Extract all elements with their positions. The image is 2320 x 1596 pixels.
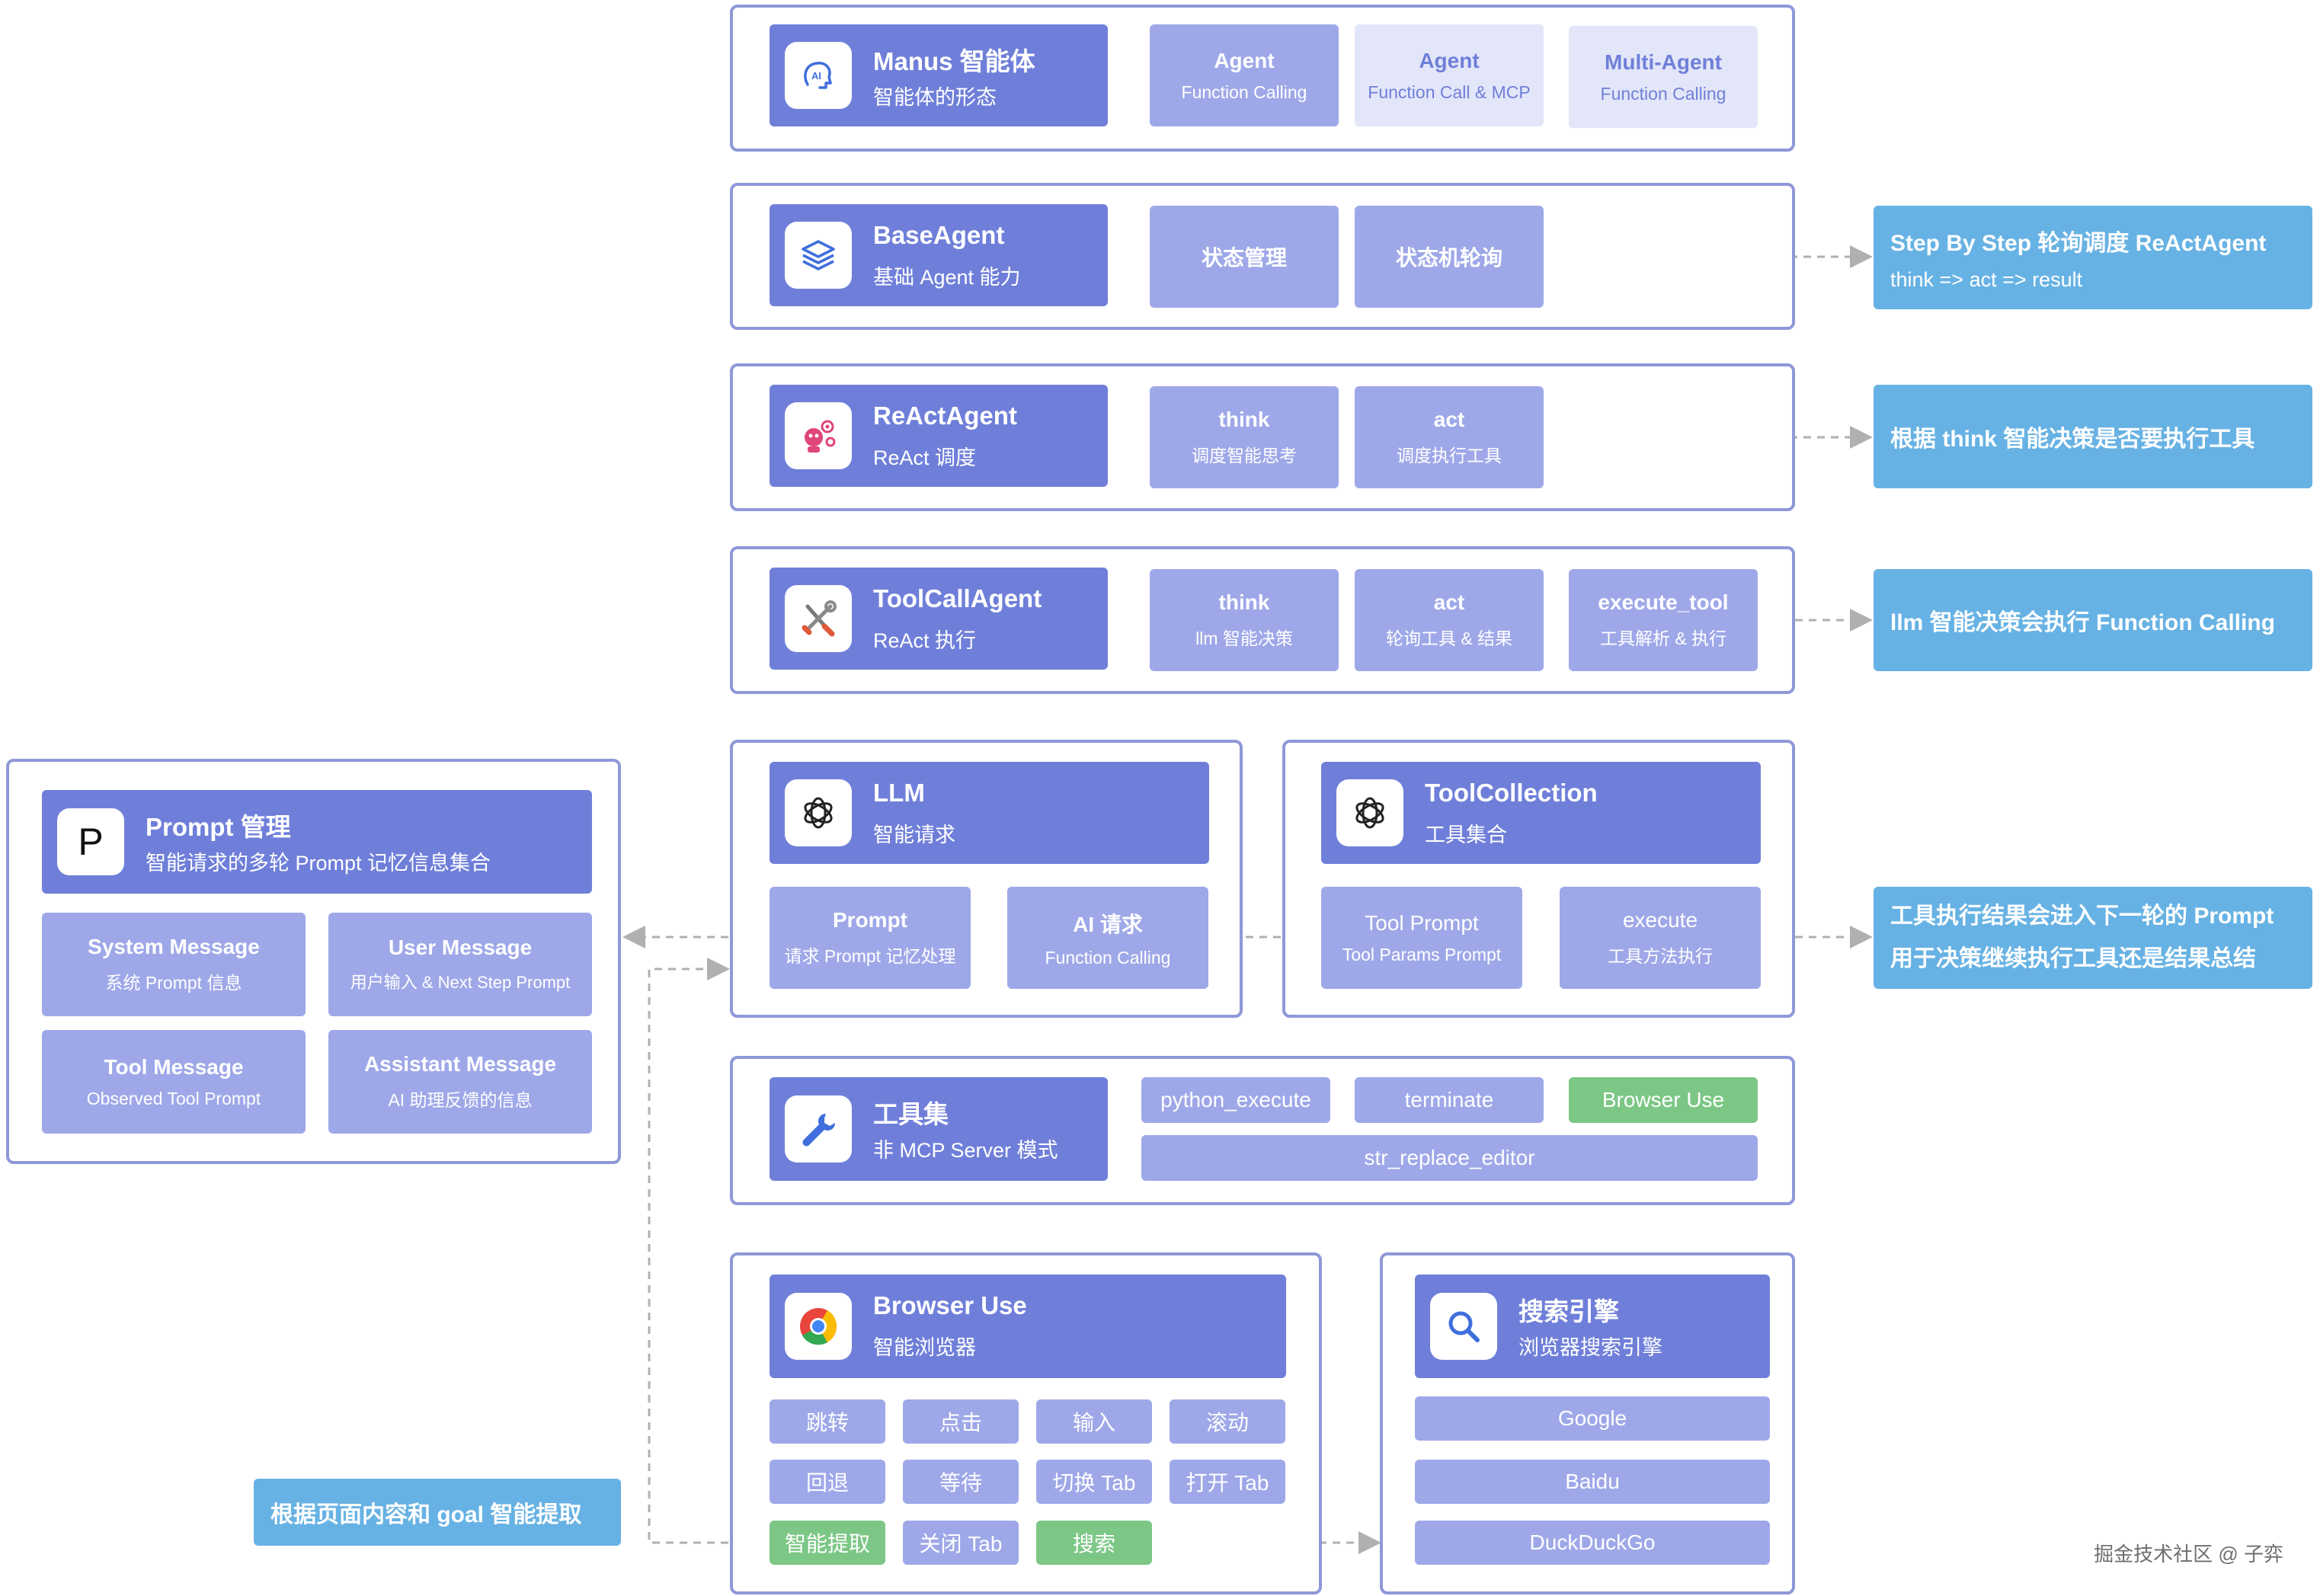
search-engine-baidu[interactable]: Baidu	[1415, 1460, 1770, 1504]
prompt-item-system-message[interactable]: System Message 系统 Prompt 信息	[42, 913, 306, 1016]
callout-step-by-step: Step By Step 轮询调度 ReActAgent think => ac…	[1874, 206, 2312, 309]
toolcallagent-item-act[interactable]: act 轮询工具 & 结果	[1355, 569, 1544, 671]
toolset-tag-python-execute[interactable]: python_execute	[1141, 1077, 1330, 1123]
search-title: 搜索引擎	[1518, 1297, 1619, 1326]
toolcollection-header: ToolCollection 工具集合	[1321, 762, 1761, 864]
browseruse-title: Browser Use	[873, 1291, 1027, 1319]
manus-subtitle: 智能体的形态	[873, 86, 997, 109]
callout-extract: 根据页面内容和 goal 智能提取	[254, 1479, 621, 1546]
toolcallagent-subtitle: ReAct 执行	[873, 629, 977, 652]
browser-action-navigate[interactable]: 跳转	[770, 1399, 885, 1444]
toolcollection-title: ToolCollection	[1425, 779, 1598, 807]
ai-brain-icon: AI	[785, 42, 852, 109]
browser-action-wait[interactable]: 等待	[903, 1460, 1019, 1504]
baseagent-item-state-poll[interactable]: 状态机轮询	[1355, 206, 1544, 308]
browseruse-subtitle: 智能浏览器	[873, 1336, 976, 1359]
toolset-tag-browser-use[interactable]: Browser Use	[1569, 1077, 1758, 1123]
manus-item-agent-fc[interactable]: Agent Function Calling	[1150, 24, 1339, 126]
prompt-item-assistant-message[interactable]: Assistant Message AI 助理反馈的信息	[328, 1030, 592, 1134]
tools-icon	[785, 585, 852, 652]
toolcallagent-item-execute-tool[interactable]: execute_tool 工具解析 & 执行	[1569, 569, 1758, 671]
llm-item-ai-request[interactable]: AI 请求 Function Calling	[1007, 887, 1208, 989]
prompt-header: P Prompt 管理 智能请求的多轮 Prompt 记忆信息集合	[42, 790, 592, 894]
toolset-tag-str-replace-editor[interactable]: str_replace_editor	[1141, 1135, 1758, 1181]
search-engine-duckduckgo[interactable]: DuckDuckGo	[1415, 1521, 1770, 1565]
wrench-icon	[785, 1095, 852, 1163]
browser-action-extract[interactable]: 智能提取	[770, 1521, 885, 1565]
manus-item-multi-agent[interactable]: Multi-Agent Function Calling	[1569, 26, 1758, 128]
llm-subtitle: 智能请求	[873, 824, 955, 846]
browser-action-input[interactable]: 输入	[1036, 1399, 1152, 1444]
callout-llm-function: llm 智能决策会执行 Function Calling	[1874, 569, 2312, 671]
letter-p-icon: P	[57, 808, 124, 875]
toolcallagent-title: ToolCallAgent	[873, 584, 1042, 612]
toolcollection-item-execute[interactable]: execute 工具方法执行	[1560, 887, 1761, 989]
prompt-item-user-message[interactable]: User Message 用户输入 & Next Step Prompt	[328, 913, 592, 1016]
toolcollection-item-tool-prompt[interactable]: Tool Prompt Tool Params Prompt	[1321, 887, 1522, 989]
browseruse-header: Browser Use 智能浏览器	[770, 1275, 1286, 1378]
search-icon	[1430, 1293, 1497, 1360]
reactagent-subtitle: ReAct 调度	[873, 446, 977, 469]
manus-item-agent-mcp[interactable]: Agent Function Call & MCP	[1355, 24, 1544, 126]
chrome-icon	[785, 1293, 852, 1360]
llm-title: LLM	[873, 779, 925, 807]
layers-icon	[785, 222, 852, 289]
svg-text:AI: AI	[811, 70, 821, 82]
llm-header: LLM 智能请求	[770, 762, 1209, 864]
prompt-subtitle: 智能请求的多轮 Prompt 记忆信息集合	[146, 852, 491, 875]
reactagent-header: ReActAgent ReAct 调度	[770, 385, 1108, 487]
baseagent-header: BaseAgent 基础 Agent 能力	[770, 204, 1108, 306]
openai-icon	[785, 779, 852, 846]
baseagent-subtitle: 基础 Agent 能力	[873, 266, 1021, 289]
toolset-tag-terminate[interactable]: terminate	[1355, 1077, 1544, 1123]
watermark: 掘金技术社区 @ 子弈	[2094, 1543, 2283, 1566]
baseagent-item-state-mgmt[interactable]: 状态管理	[1150, 206, 1339, 308]
manus-title: Manus 智能体	[873, 47, 1035, 75]
toolset-title: 工具集	[873, 1100, 949, 1128]
manus-header: AI Manus 智能体 智能体的形态	[770, 24, 1108, 126]
browser-action-close-tab[interactable]: 关闭 Tab	[903, 1521, 1019, 1565]
baseagent-title: BaseAgent	[873, 221, 1005, 249]
llm-item-prompt[interactable]: Prompt 请求 Prompt 记忆处理	[770, 887, 971, 989]
callout-think-decision: 根据 think 智能决策是否要执行工具	[1874, 385, 2312, 488]
reactagent-item-think[interactable]: think 调度智能思考	[1150, 386, 1339, 488]
toolset-subtitle: 非 MCP Server 模式	[873, 1139, 1058, 1162]
search-header: 搜索引擎 浏览器搜索引擎	[1415, 1275, 1770, 1378]
reactagent-title: ReActAgent	[873, 401, 1017, 430]
browser-action-search[interactable]: 搜索	[1036, 1521, 1152, 1565]
browser-action-scroll[interactable]: 滚动	[1170, 1399, 1285, 1444]
reactagent-item-act[interactable]: act 调度执行工具	[1355, 386, 1544, 488]
search-engine-google[interactable]: Google	[1415, 1396, 1770, 1441]
toolcallagent-item-think[interactable]: think llm 智能决策	[1150, 569, 1339, 671]
toolset-header: 工具集 非 MCP Server 模式	[770, 1077, 1108, 1181]
browser-action-open-tab[interactable]: 打开 Tab	[1170, 1460, 1285, 1504]
robot-gear-icon	[785, 402, 852, 469]
prompt-title: Prompt 管理	[146, 813, 291, 841]
search-subtitle: 浏览器搜索引擎	[1518, 1336, 1662, 1359]
toolcallagent-header: ToolCallAgent ReAct 执行	[770, 568, 1108, 670]
toolcollection-subtitle: 工具集合	[1425, 824, 1507, 846]
callout-tool-result: 工具执行结果会进入下一轮的 Prompt 用于决策继续执行工具还是结果总结	[1874, 887, 2312, 989]
openai-icon	[1336, 779, 1403, 846]
browser-action-switch-tab[interactable]: 切换 Tab	[1036, 1460, 1152, 1504]
browser-action-back[interactable]: 回退	[770, 1460, 885, 1504]
browser-action-click[interactable]: 点击	[903, 1399, 1019, 1444]
prompt-item-tool-message[interactable]: Tool Message Observed Tool Prompt	[42, 1030, 306, 1134]
